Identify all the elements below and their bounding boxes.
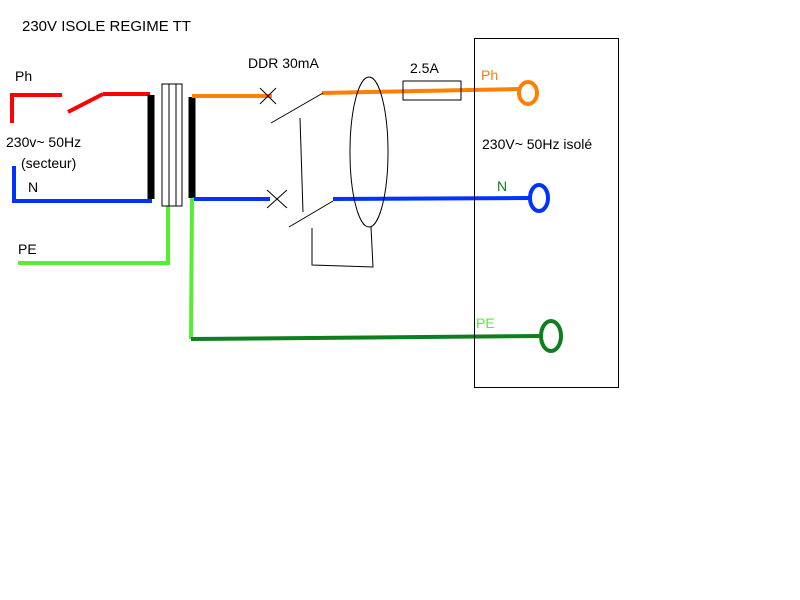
ddr-trip-circuit xyxy=(311,226,374,268)
isolation-transformer xyxy=(147,83,196,207)
ddr-blade-phase xyxy=(270,92,324,124)
label-neutral-right: N xyxy=(497,178,507,194)
supply-switch-blade xyxy=(67,92,104,114)
phase-output-wire-out xyxy=(321,87,521,95)
phase-supply-wire-left xyxy=(10,93,62,123)
label-supply-secteur: (secteur) xyxy=(21,155,76,171)
label-phase-right: Ph xyxy=(481,67,498,83)
ddr-toroid xyxy=(349,76,389,228)
phase-output-terminal xyxy=(517,80,539,106)
neutral-output-terminal xyxy=(528,183,550,213)
transformer-core xyxy=(161,83,183,207)
label-pe-right: PE xyxy=(476,315,495,331)
diagram-title: 230V ISOLE REGIME TT xyxy=(22,18,191,35)
neutral-supply-wire xyxy=(12,166,152,203)
label-phase-left: Ph xyxy=(15,68,32,84)
ddr-blade-neutral xyxy=(288,200,334,228)
ddr-breaker xyxy=(259,76,389,268)
neutral-output-wire-out xyxy=(332,196,531,201)
label-output-voltage: 230V~ 50Hz isolé xyxy=(482,136,592,152)
label-neutral-left: N xyxy=(28,179,38,195)
pe-transformer-wire xyxy=(189,197,194,340)
label-fuse-rating: 2.5A xyxy=(410,60,439,76)
isolated-output-box xyxy=(474,38,619,388)
label-pe-left: PE xyxy=(18,241,37,257)
pe-supply-wire xyxy=(18,188,170,265)
label-supply-voltage: 230v~ 50Hz xyxy=(6,134,81,150)
label-ddr: DDR 30mA xyxy=(248,55,319,71)
pe-output-terminal xyxy=(539,319,563,353)
ddr-mechanical-link xyxy=(299,117,304,213)
fuse xyxy=(402,80,462,101)
pe-output-wire xyxy=(190,334,543,341)
